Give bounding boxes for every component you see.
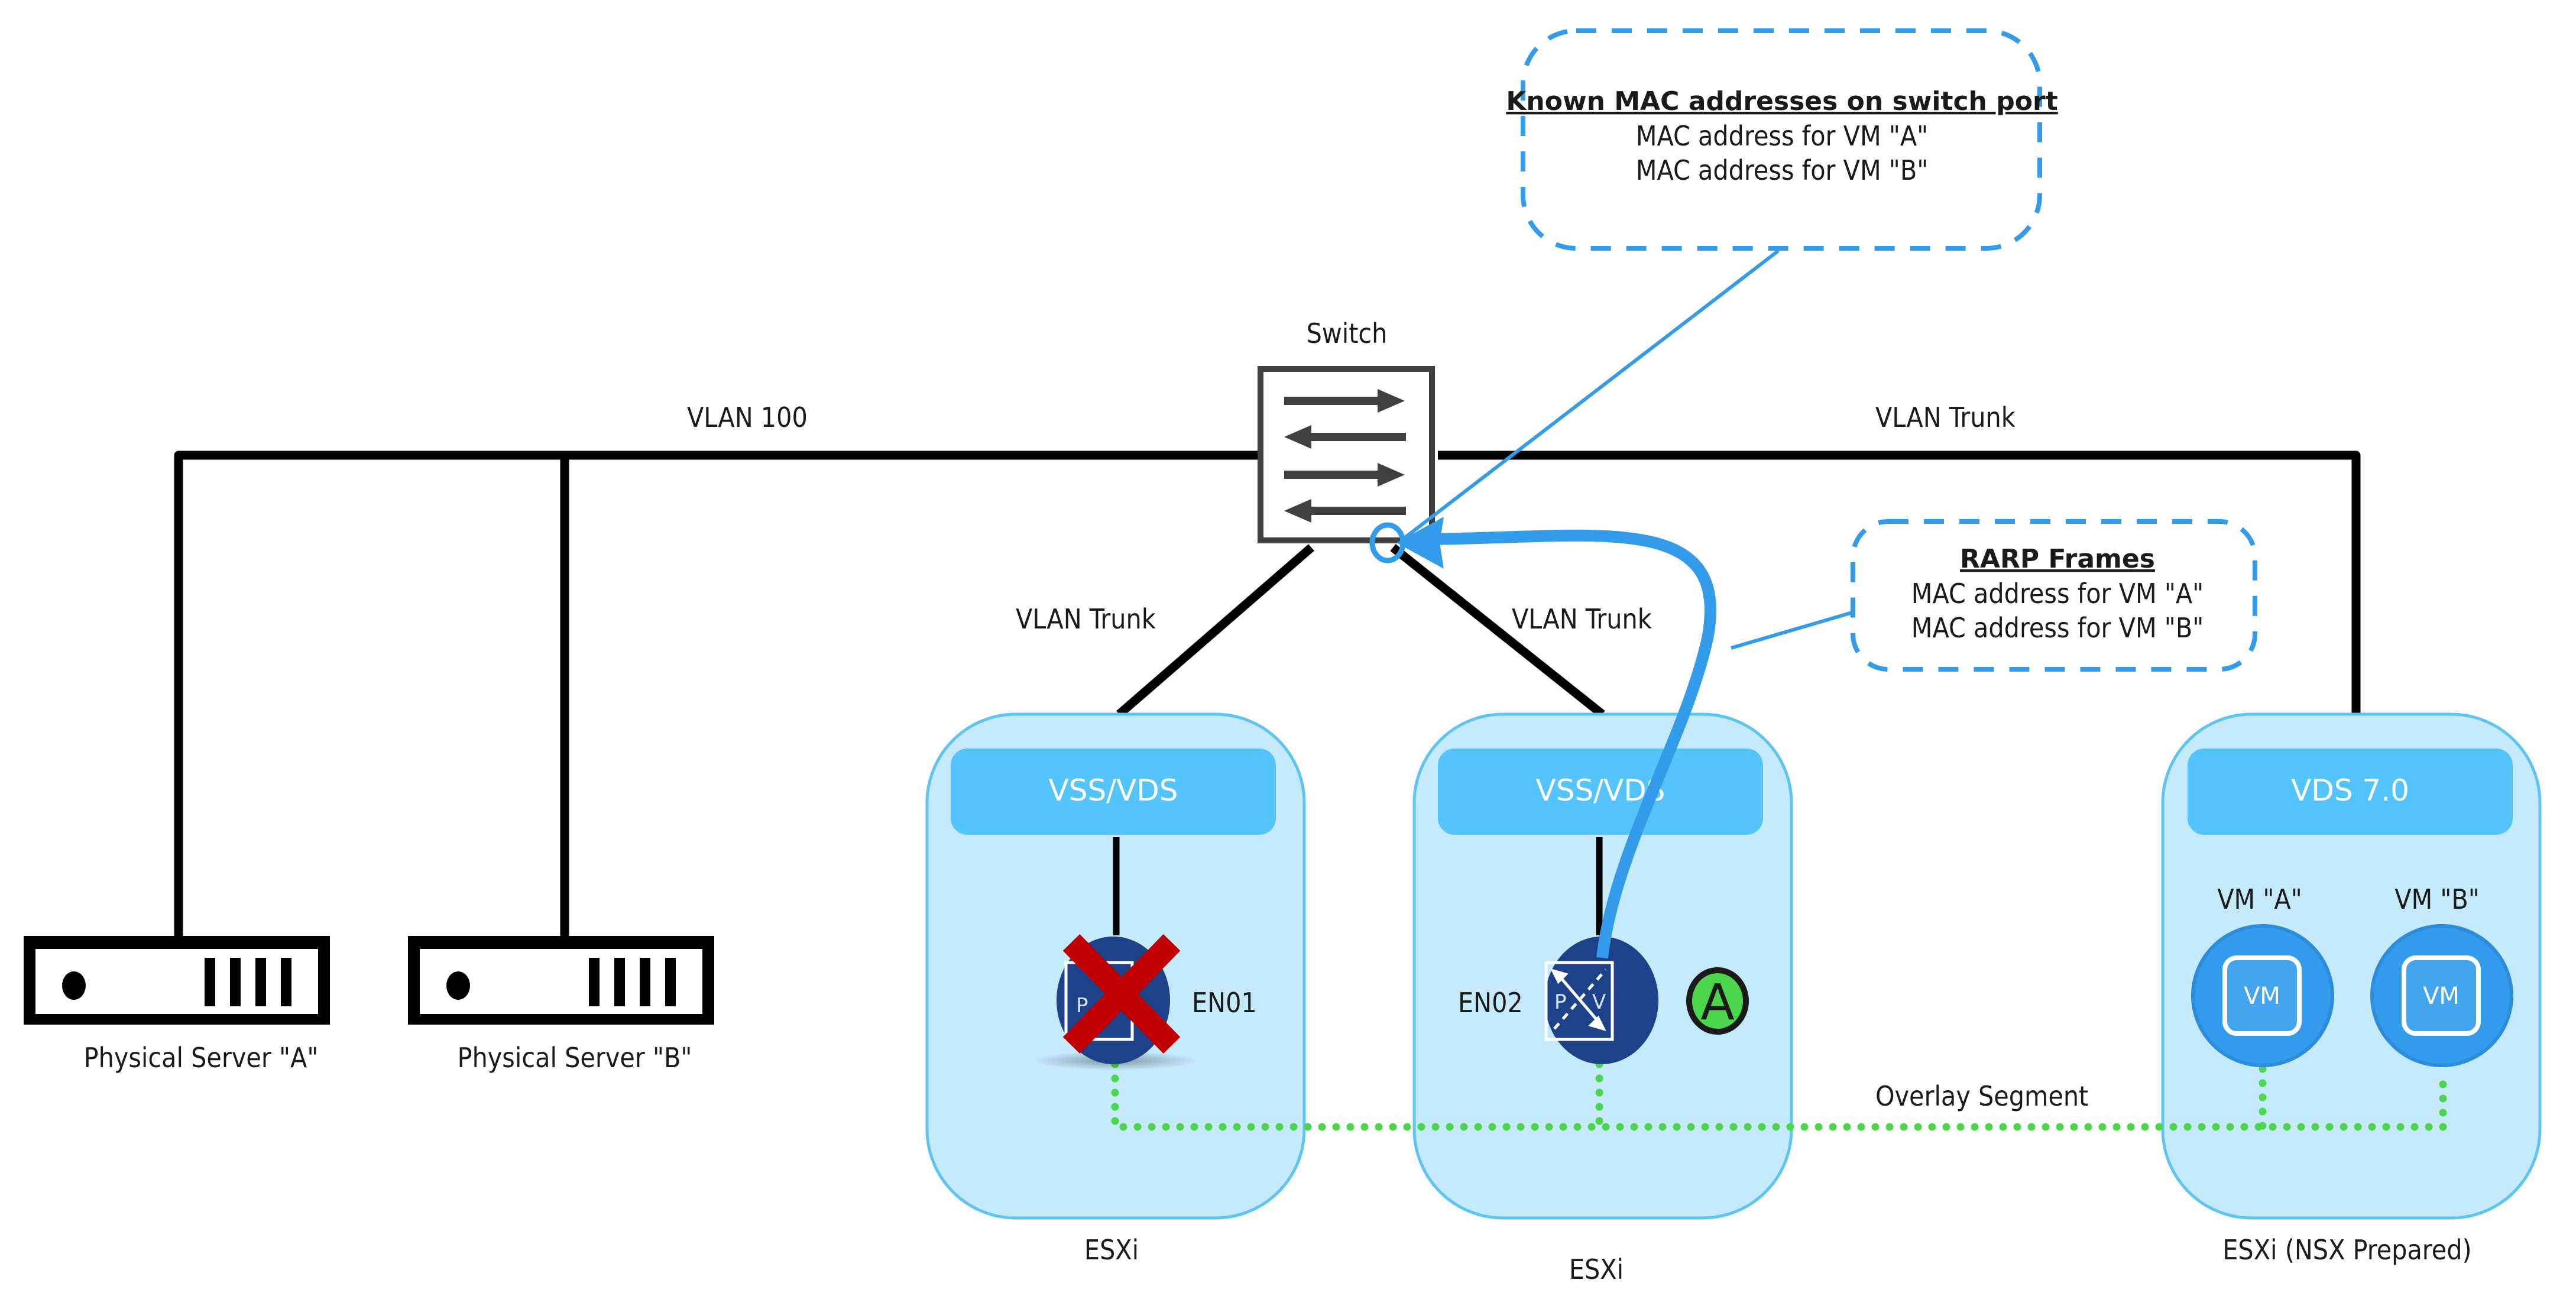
edge-node-en01-label: EN01 xyxy=(1192,987,1257,1019)
vlan-trunk-right-label: VLAN Trunk xyxy=(1875,401,2016,433)
mac-table-line: MAC address for VM "A" xyxy=(1636,120,1928,152)
rarp-callout: RARP Frames MAC address for VM "A" MAC a… xyxy=(1851,519,2257,672)
host-3-label: ESXi (NSX Prepared) xyxy=(2222,1234,2471,1266)
edge-node-icon xyxy=(1545,937,1658,1064)
overlay-segment xyxy=(1111,1060,2447,1131)
arrowhead-icon xyxy=(1396,517,1444,569)
edge-node-en02[interactable]: P V EN02 A xyxy=(1458,937,1749,1064)
vm-icon-text: VM xyxy=(2423,983,2460,1010)
mac-callout-leader xyxy=(1400,249,1780,542)
edge-p-letter: P xyxy=(1554,990,1567,1014)
host-container xyxy=(2161,712,2542,1220)
vswitch-label: VSS/VDS xyxy=(1049,773,1178,808)
vlan-trunk-right-link xyxy=(1438,451,2361,713)
edge-node-en01[interactable]: P EN01 xyxy=(1032,934,1257,1070)
vm-icon-text: VM xyxy=(2244,983,2280,1010)
mac-table-line: MAC address for VM "B" xyxy=(1636,154,1929,186)
vlan-trunk-en02-label: VLAN Trunk xyxy=(1512,603,1652,635)
edge-node-en02-label: EN02 xyxy=(1458,987,1523,1019)
vswitch-bar[interactable] xyxy=(2188,749,2513,835)
host-1-label: ESXi xyxy=(1084,1234,1139,1266)
physical-server-a[interactable]: Physical Server "A" xyxy=(24,936,330,1074)
failed-x-icon xyxy=(1062,934,1181,1054)
vlan-100-link xyxy=(174,451,1258,940)
switch-label: Switch xyxy=(1307,317,1388,349)
edge-v-letter: V xyxy=(1592,990,1606,1014)
esxi-host-3[interactable]: VDS 7.0 ESXi (NSX Prepared) xyxy=(2161,712,2542,1266)
vm-a-label: VM "A" xyxy=(2217,883,2302,915)
switch-arrows-icon xyxy=(1284,389,1406,523)
active-badge-letter: A xyxy=(1700,973,1734,1031)
physical-switch[interactable]: Switch xyxy=(1258,317,1435,563)
physical-server-a-label: Physical Server "A" xyxy=(84,1042,319,1074)
mac-table-title: Known MAC addresses on switch port xyxy=(1506,86,2057,116)
vswitch-bar[interactable] xyxy=(951,749,1276,835)
rarp-line: MAC address for VM "A" xyxy=(1911,578,2204,610)
vswitch-bar[interactable] xyxy=(1438,749,1763,835)
vlan-trunk-en01-link xyxy=(1116,544,1314,718)
edge-p-letter: P xyxy=(1076,994,1088,1018)
pv-arrows-icon xyxy=(1550,968,1607,1031)
host-2-label: ESXi xyxy=(1569,1253,1624,1285)
vlan-trunk-en01-label: VLAN Trunk xyxy=(1016,603,1156,635)
vlan-trunk-en02-link xyxy=(1390,544,1605,718)
physical-server-b-label: Physical Server "B" xyxy=(458,1042,692,1074)
rarp-callout-leader xyxy=(1731,606,1869,650)
vm-a[interactable]: VM "A" VM xyxy=(2191,883,2334,1067)
active-badge-icon xyxy=(1686,967,1749,1035)
vswitch-label: VDS 7.0 xyxy=(2291,773,2409,808)
vm-b-label: VM "B" xyxy=(2394,883,2480,915)
rarp-line: MAC address for VM "B" xyxy=(1911,612,2204,644)
vlan-100-label: VLAN 100 xyxy=(687,401,808,433)
rarp-frame-arrow xyxy=(1396,517,1716,959)
physical-server-b[interactable]: Physical Server "B" xyxy=(408,936,714,1074)
mac-table-callout: Known MAC addresses on switch port MAC a… xyxy=(1506,28,2058,251)
vm-b[interactable]: VM "B" VM xyxy=(2370,883,2513,1067)
rarp-title: RARP Frames xyxy=(1960,544,2155,574)
overlay-segment-label: Overlay Segment xyxy=(1875,1080,2088,1112)
